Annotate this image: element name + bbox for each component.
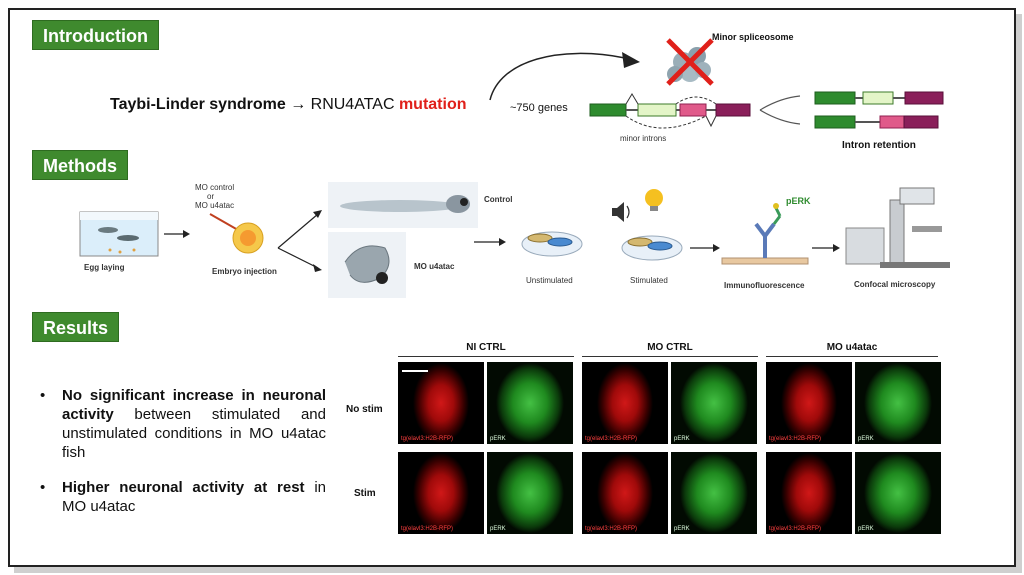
confocal-microscope-icon	[845, 187, 950, 268]
microscopy-panel-red: tg(elavl3:H2B-RFP)	[398, 452, 484, 534]
speaker-icon	[612, 202, 630, 222]
microscopy-panel-green: pERK	[487, 362, 573, 444]
bullet-bold: No significant increase in neuronal acti…	[62, 387, 326, 423]
mo-u4atac-injection-label: MO u4atac	[195, 201, 235, 210]
microscopy-panel-green: pERK	[487, 452, 573, 534]
panel-tag: tg(elavl3:H2B-RFP)	[769, 436, 822, 442]
egg-laying-label: Egg laying	[84, 263, 125, 272]
embryo-injection-label: Embryo injection	[212, 267, 277, 276]
intro-diagram	[489, 38, 944, 129]
section-results: Results	[32, 312, 120, 342]
curved-arrow	[489, 52, 626, 101]
genes-count: ~750 genes	[510, 102, 568, 114]
gene-name: RNU4ATAC	[310, 96, 395, 113]
retained-mrna-1	[814, 91, 944, 105]
intro-sentence: Taybi-Linder syndrome → RNU4ATAC mutatio…	[110, 96, 467, 114]
microscopy-panel-red: tg(elavl3:H2B-RFP)	[582, 452, 668, 534]
unstimulated-label: Unstimulated	[526, 276, 573, 285]
panel-tag: pERK	[490, 526, 506, 532]
stimulated-dish-icon	[621, 235, 683, 261]
bullet-text: in MO u4atac	[62, 479, 326, 515]
red-x-icon	[666, 38, 714, 86]
mo-control-label: MO control	[195, 183, 235, 192]
section-methods: Methods	[32, 150, 128, 180]
intron-retention-label: Intron retention	[842, 140, 916, 151]
microscopy-panel-red: tg(elavl3:H2B-RFP)	[582, 362, 668, 444]
bullet-text: between stimulated and unstimulated cond…	[62, 406, 326, 461]
column-header: MO CTRL	[647, 342, 693, 353]
panel-tag: pERK	[490, 436, 506, 442]
bullet-bold: Higher neuronal activity at rest	[62, 479, 305, 496]
column-underline	[582, 356, 758, 357]
microscopy-panel-red: tg(elavl3:H2B-RFP)	[398, 362, 484, 444]
microscopy-panel-green: pERK	[671, 362, 757, 444]
bullet-item: No significant increase in neuronal acti…	[36, 386, 326, 462]
injection-options: MO control or MO u4atac	[195, 183, 234, 210]
panel-tag: tg(elavl3:H2B-RFP)	[401, 526, 454, 532]
embryo-injection-icon	[209, 213, 264, 254]
column-underline	[766, 356, 938, 357]
pre-mrna	[589, 93, 751, 129]
column-underline	[398, 356, 574, 357]
column-header: NI CTRL	[466, 342, 506, 353]
row-header: No stim	[346, 404, 383, 415]
fish-tank-icon	[79, 211, 159, 257]
unstimulated-dish-icon	[521, 231, 583, 257]
control-label: Control	[484, 195, 513, 204]
or-label: or	[207, 192, 215, 201]
panel-tag: tg(elavl3:H2B-RFP)	[585, 526, 638, 532]
microscopy-panel-red: tg(elavl3:H2B-RFP)	[766, 362, 852, 444]
panel-tag: pERK	[674, 436, 690, 442]
panel-tag: tg(elavl3:H2B-RFP)	[585, 436, 638, 442]
results-bullets: No significant increase in neuronal acti…	[36, 386, 326, 530]
column-header: MO u4atac	[826, 342, 878, 353]
row-header: Stim	[354, 488, 376, 499]
curved-arrow-head	[622, 52, 640, 68]
mutation-word: mutation	[398, 96, 467, 113]
retained-mrna-2	[814, 115, 939, 129]
microscopy-panel-red: tg(elavl3:H2B-RFP)	[766, 452, 852, 534]
light-bulb-icon	[645, 189, 663, 211]
minor-spliceosome-label: Minor spliceosome	[712, 32, 794, 42]
microscopy-panel-green: pERK	[855, 362, 941, 444]
stimulated-label: Stimulated	[630, 276, 668, 285]
perk-label: pERK	[786, 196, 811, 206]
confocal-label: Confocal microscopy	[854, 280, 936, 289]
control-larva-image	[328, 182, 478, 228]
minor-introns-label: minor introns	[620, 134, 667, 143]
antibody-icon	[721, 203, 809, 265]
syndrome-name: Taybi-Linder syndrome	[110, 96, 286, 113]
immunofluorescence-label: Immunofluorescence	[724, 281, 805, 290]
methods-diagram	[79, 182, 950, 298]
mo-u4atac-larva-image	[328, 232, 406, 298]
panel-tag: tg(elavl3:H2B-RFP)	[401, 436, 454, 442]
intro-arrow: →	[290, 96, 307, 113]
panel-tag: tg(elavl3:H2B-RFP)	[769, 526, 822, 532]
mo-u4atac-label: MO u4atac	[414, 262, 455, 271]
scale-bar	[402, 370, 428, 372]
bullet-item: Higher neuronal activity at rest in MO u…	[36, 478, 326, 516]
panel-tag: pERK	[858, 436, 874, 442]
microscopy-panel-green: pERK	[855, 452, 941, 534]
section-introduction: Introduction	[32, 20, 159, 50]
microscopy-panel-green: pERK	[671, 452, 757, 534]
panel-tag: pERK	[858, 526, 874, 532]
panel-tag: pERK	[674, 526, 690, 532]
